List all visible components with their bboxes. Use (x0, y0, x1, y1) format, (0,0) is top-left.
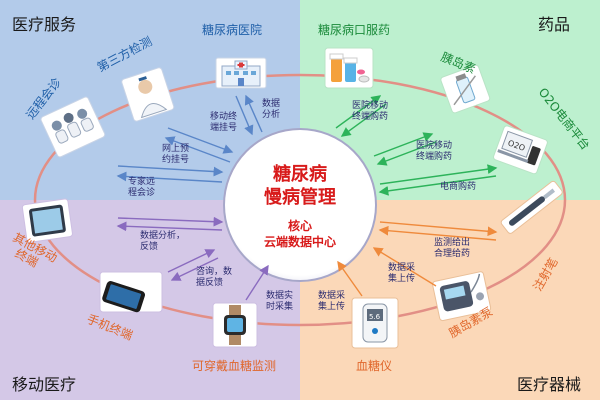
flow-label-ecommerce: 电商购药 (440, 180, 476, 192)
flow-arrow-register-down (235, 95, 254, 136)
flow-label-data-analysis-1: 数据 (262, 97, 280, 109)
flow-arrow-consult-in (117, 165, 224, 177)
center-core-ring (223, 128, 377, 282)
flow-arrow-tablet-in (117, 216, 224, 227)
flow-arrow-booking-in (167, 127, 234, 154)
flow-label-analysis-feedback-1: 数据分析， (140, 229, 185, 241)
flow-arrow-phone-out (170, 257, 219, 281)
lab-doctor-icon (121, 67, 175, 122)
quadrant-title-medical-devices: 医疗器械 (517, 375, 581, 394)
ecosystem-ellipse (33, 73, 567, 327)
flow-label-analysis-feedback-2: 反馈 (140, 240, 158, 252)
flow-label-monitor-dosage-2: 合理给药 (434, 247, 470, 259)
flow-label-realtime-1: 数据实 (266, 289, 293, 301)
quadrant-title-drugs: 药品 (538, 15, 570, 34)
insulin-pump-icon (432, 271, 492, 322)
flow-label-expert-consult-2: 程会诊 (128, 186, 155, 198)
flow-arrow-drug-purchase-b (340, 103, 387, 137)
center-title-line1: 糖尿病 (273, 163, 327, 185)
flow-label-hospital-purchase-2: 终端购药 (352, 110, 388, 122)
node-label-wearable-monitor: 可穿戴血糖监测 (192, 358, 276, 373)
flow-label-expert-consult-1: 专家远 (128, 175, 155, 187)
flow-label-pump-upload-2: 集上传 (388, 272, 415, 284)
flow-label-hospital-purchase2-2: 终端购药 (416, 150, 452, 162)
flow-label-pump-upload-1: 数据采 (388, 261, 415, 273)
flow-label-realtime-2: 时采集 (266, 300, 293, 312)
smartwatch-icon (212, 302, 258, 348)
flow-arrow-ecommerce-a (379, 164, 498, 185)
flow-arrow-register-up (244, 94, 263, 133)
quadrant-title-medical-service: 医疗服务 (12, 15, 76, 34)
svg-text:5.6: 5.6 (369, 313, 381, 321)
hospital-building-icon (215, 57, 267, 89)
flow-label-meter-upload-1: 数据采 (318, 289, 345, 301)
smartphone-icon (99, 271, 163, 313)
flow-arrow-pump-upload (372, 247, 437, 287)
glucose-meter-icon: 5.6 (351, 297, 399, 349)
center-subtitle-line1: 核心 (288, 218, 312, 233)
quadrant-title-mobile-medical: 移动医疗 (12, 375, 76, 394)
flow-arrow-dosage-b (378, 225, 497, 241)
flow-arrow-ecommerce-b (378, 175, 497, 196)
flow-arrow-tablet-out (116, 221, 223, 232)
flow-arrow-consult-out (116, 171, 223, 183)
flow-label-online-booking-1: 网上预 (162, 143, 189, 154)
flow-label-monitor-dosage-1: 监测给出 (434, 236, 470, 248)
flow-label-data-analysis-2: 分析 (262, 108, 280, 120)
flow-arrow-meter-upload (337, 260, 363, 297)
flow-arrow-drug-purchase-a (335, 95, 382, 129)
flow-arrow-booking-out (164, 136, 231, 163)
remote-consultation-icon (40, 96, 106, 158)
node-label-glucose-meter: 血糖仪 (356, 358, 392, 373)
injection-pen-icon (500, 180, 563, 234)
tablet-icon (21, 198, 73, 243)
center-subtitle-line2: 云端数据中心 (264, 234, 336, 249)
flow-arrow-phone-in (167, 249, 216, 273)
node-label-diabetes-hospital: 糖尿病医院 (202, 22, 262, 37)
insulin-vial-icon (440, 64, 491, 114)
flow-label-consult-feedback-2: 据反馈 (196, 276, 223, 288)
center-title-line2: 慢病管理 (264, 186, 336, 208)
flow-label-online-booking-2: 约挂号 (162, 153, 189, 165)
flow-arrow-drug-purchase2-a (373, 132, 434, 157)
flow-label-hospital-purchase-1: 医院移动 (352, 99, 388, 111)
flow-arrow-dosage-a (379, 221, 498, 237)
flow-label-mobile-register-1: 移动终 (210, 110, 237, 122)
flow-arrow-realtime-upload (245, 264, 269, 301)
node-label-oral-drugs: 糖尿病口服药 (318, 22, 390, 37)
flow-label-meter-upload-2: 集上传 (318, 300, 345, 312)
flow-label-consult-feedback-1: 咨询，数 (196, 265, 232, 277)
flow-label-mobile-register-2: 端挂号 (210, 121, 237, 133)
flow-arrow-drug-purchase2-b (376, 141, 437, 166)
pill-bottles-icon (324, 47, 374, 89)
ecommerce-icon: O2O (493, 125, 548, 175)
flow-label-hospital-purchase2-1: 医院移动 (416, 139, 452, 151)
